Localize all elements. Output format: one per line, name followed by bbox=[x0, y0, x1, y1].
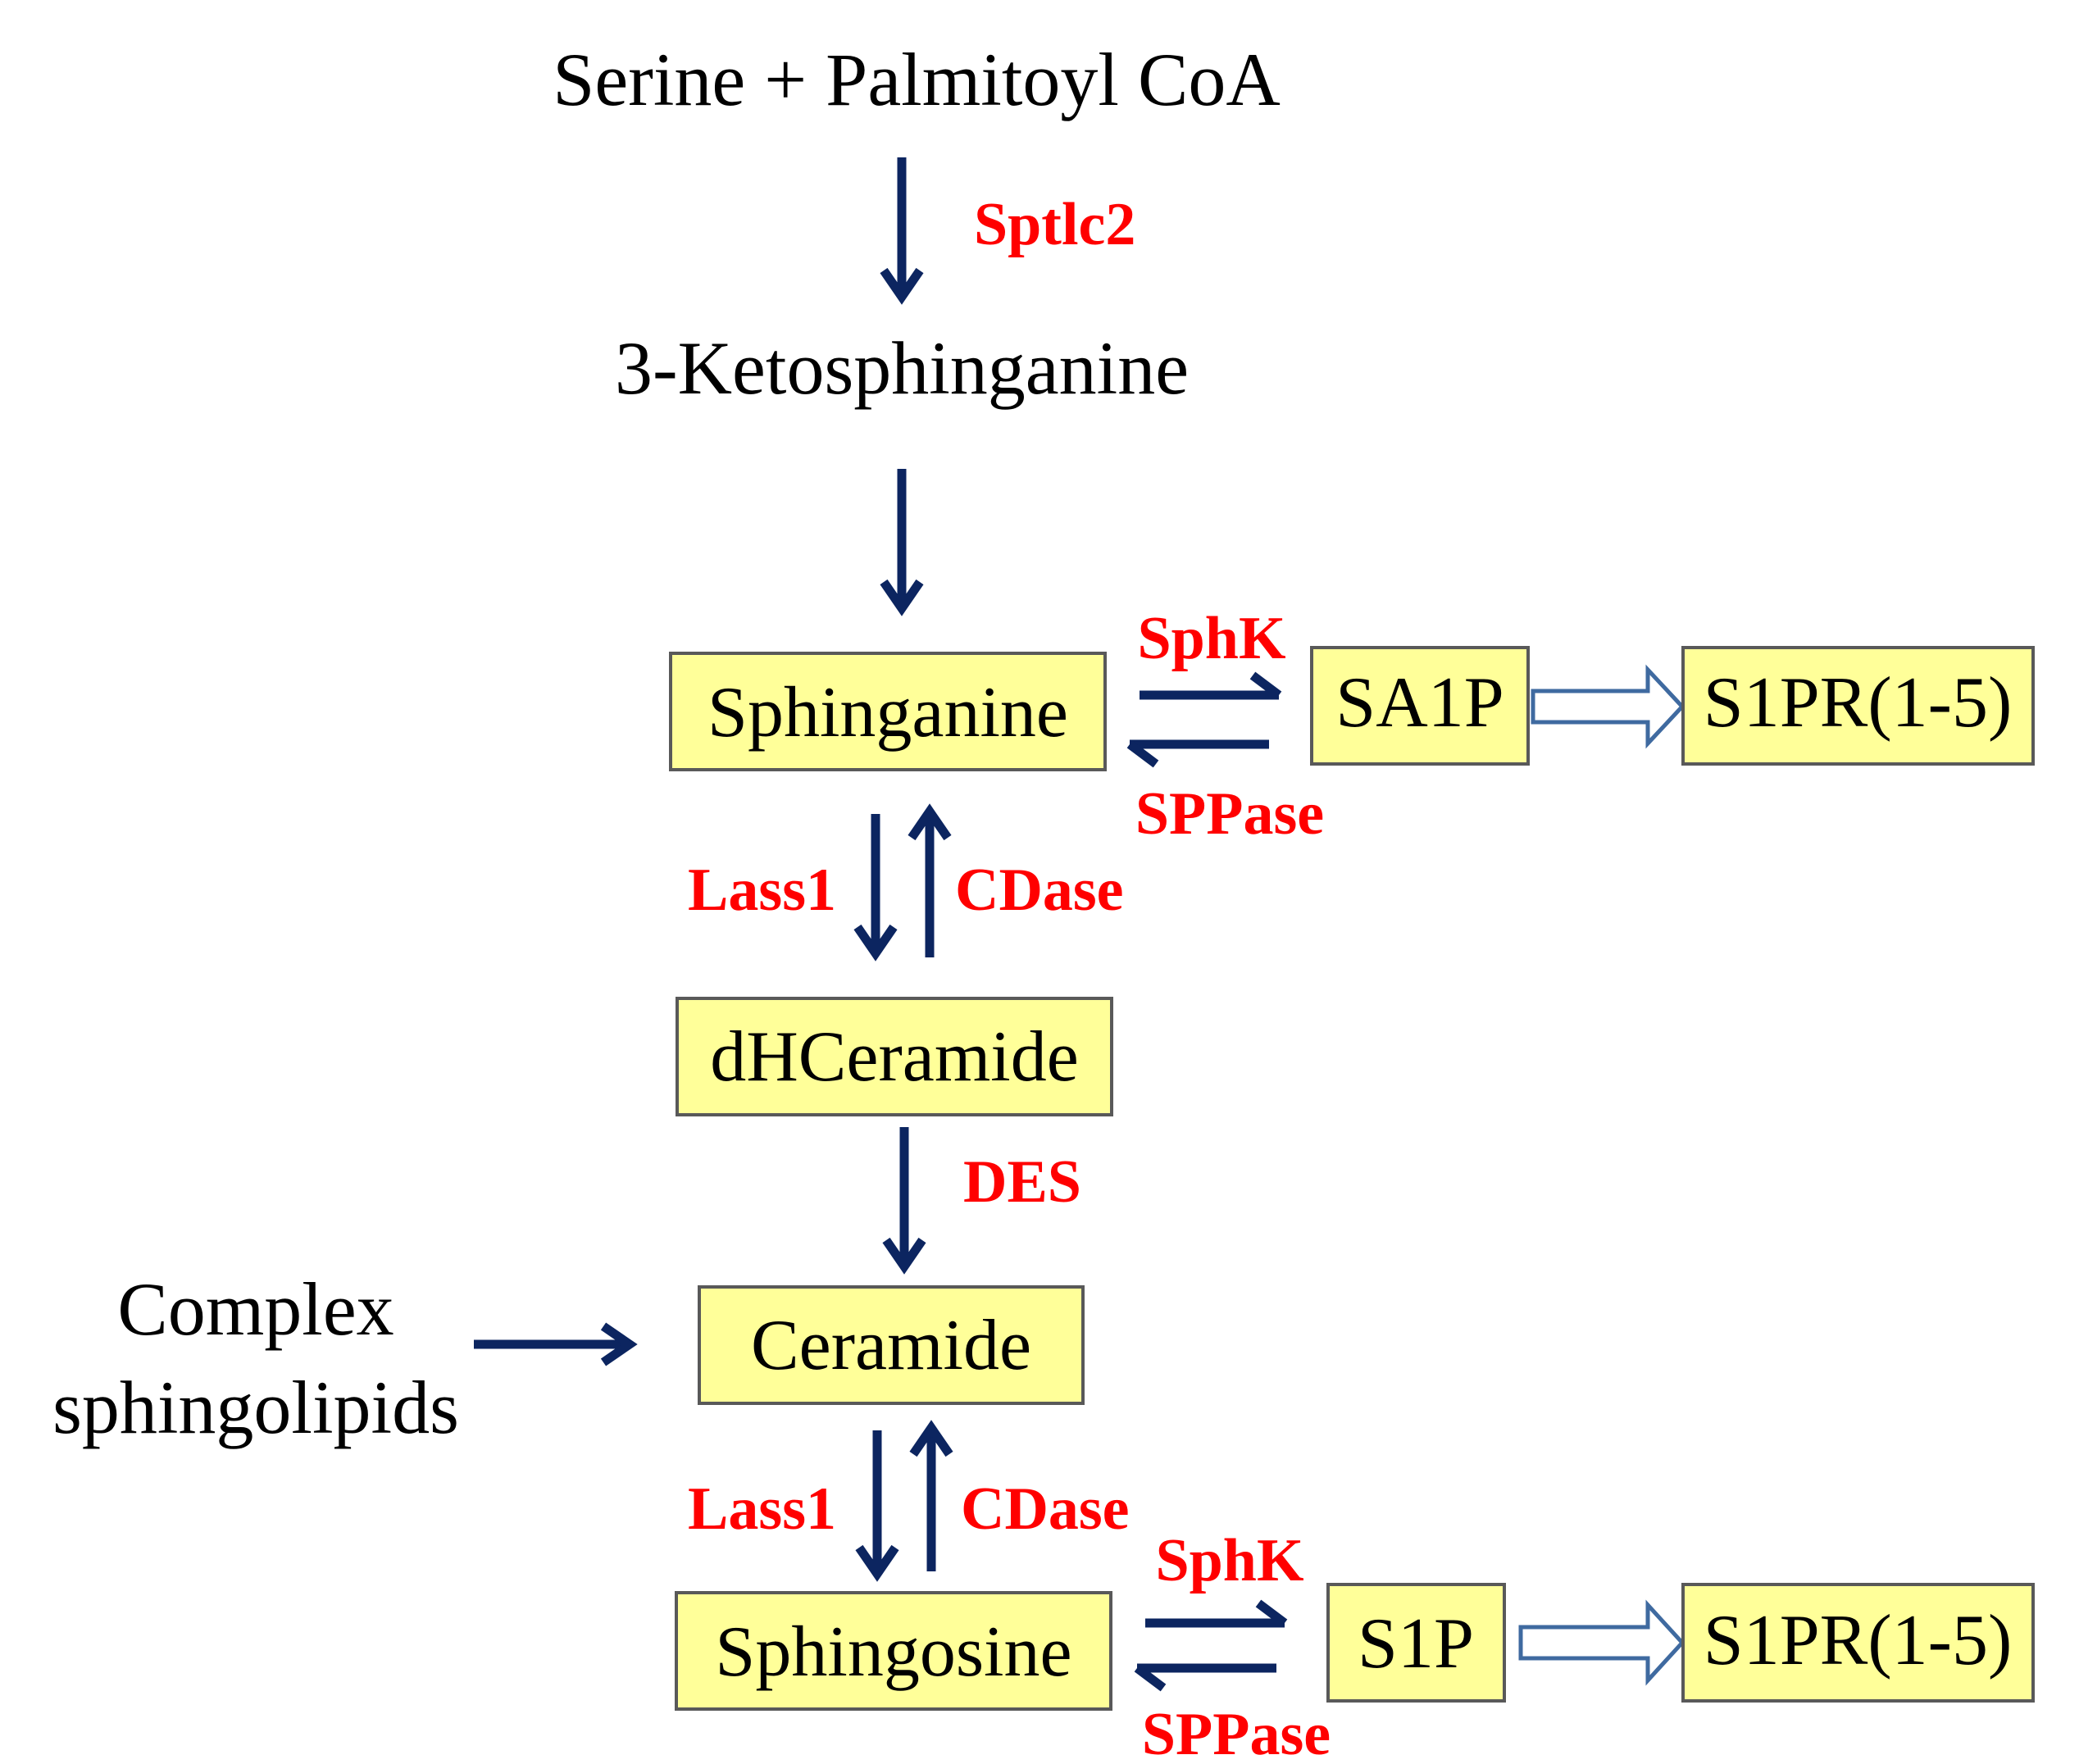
ceramide-box: Ceramide bbox=[698, 1285, 1085, 1405]
s1pr-bottom-box: S1PR(1-5) bbox=[1681, 1583, 2035, 1703]
complex-sphingolipids-line1: Complex bbox=[117, 1267, 394, 1351]
sphingosine-box: Sphingosine bbox=[675, 1591, 1112, 1711]
ketosphinganine-label: 3-Ketosphinganine bbox=[615, 326, 1189, 410]
enzyme-sphk-bottom-label: SphK bbox=[1155, 1527, 1303, 1594]
arrow-sa1p-to-s1pr bbox=[1531, 664, 1685, 749]
ceramide-label: Ceramide bbox=[751, 1306, 1031, 1385]
s1pr-top-label: S1PR(1-5) bbox=[1704, 663, 2013, 743]
dhceramide-label: dHCeramide bbox=[710, 1017, 1079, 1097]
enzyme-sppase-top-label: SPPase bbox=[1135, 780, 1324, 848]
arrow-s1p-to-s1pr bbox=[1518, 1599, 1685, 1686]
s1pr-bottom-label: S1PR(1-5) bbox=[1704, 1601, 2013, 1680]
s1pr-top-box: S1PR(1-5) bbox=[1681, 646, 2035, 766]
enzyme-des-label: DES bbox=[963, 1148, 1081, 1216]
sphinganine-label: Sphinganine bbox=[707, 673, 1068, 752]
s1p-box: S1P bbox=[1326, 1583, 1506, 1703]
sa1p-box: SA1P bbox=[1310, 646, 1530, 766]
s1p-label: S1P bbox=[1358, 1604, 1474, 1684]
sphingosine-label: Sphingosine bbox=[715, 1612, 1071, 1692]
sphinganine-box: Sphinganine bbox=[669, 652, 1107, 771]
complex-sphingolipids-line2: sphingolipids bbox=[52, 1366, 459, 1449]
serine-palmitoyl-coa-label: Serine + Palmitoyl CoA bbox=[553, 38, 1281, 121]
enzyme-sptlc2-label: Sptlc2 bbox=[974, 191, 1135, 258]
enzyme-lass1-bottom-label: Lass1 bbox=[688, 1475, 836, 1543]
enzyme-lass1-top-label: Lass1 bbox=[688, 857, 836, 924]
enzyme-cdase-top-label: CDase bbox=[955, 857, 1124, 924]
sa1p-label: SA1P bbox=[1335, 663, 1504, 743]
enzyme-sphk-top-label: SphK bbox=[1137, 605, 1285, 672]
enzyme-sppase-bottom-label: SPPase bbox=[1142, 1701, 1331, 1764]
dhceramide-box: dHCeramide bbox=[676, 997, 1113, 1116]
enzyme-cdase-bottom-label: CDase bbox=[961, 1475, 1130, 1543]
